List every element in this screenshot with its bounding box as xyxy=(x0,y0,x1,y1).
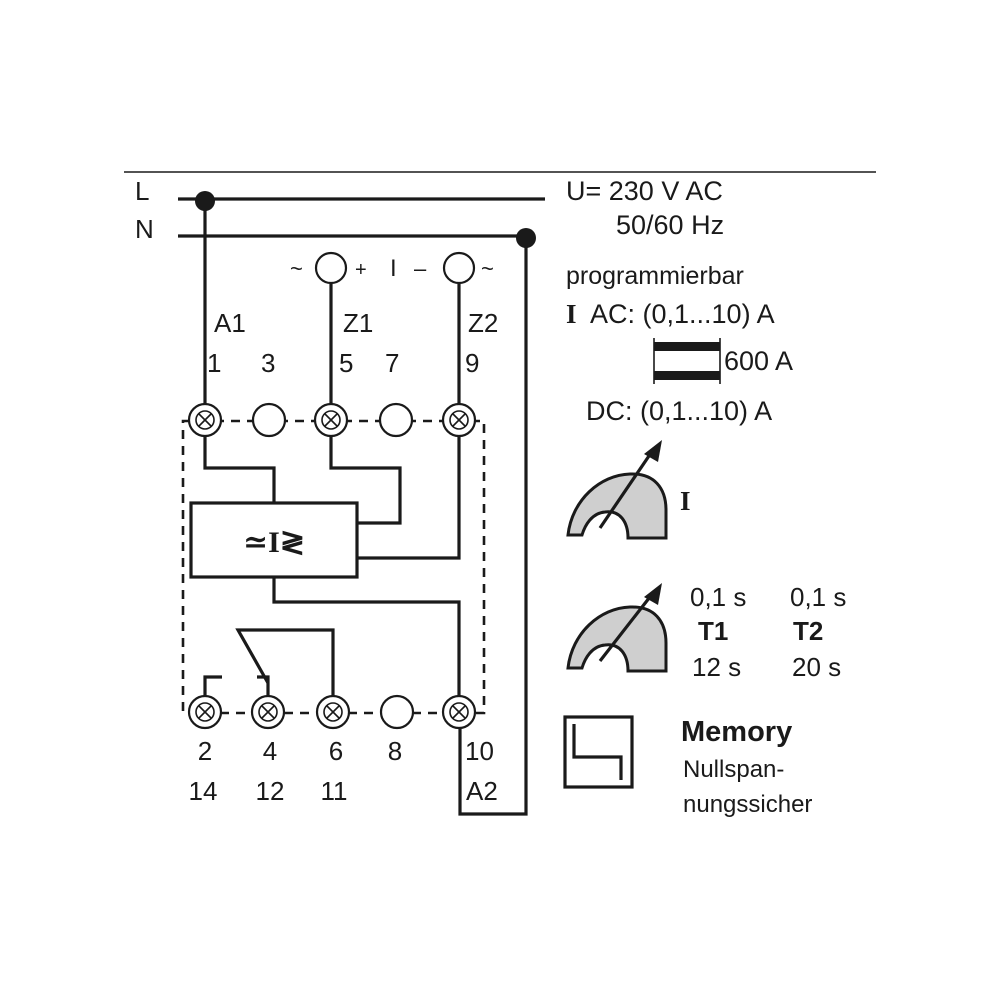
number-7: 7 xyxy=(385,348,399,378)
name-A1: A1 xyxy=(214,308,246,338)
top-terminal-labels: A1 Z1 Z2 1 3 5 7 9 xyxy=(207,308,498,378)
memory-title: Memory xyxy=(681,716,792,748)
supply-voltage: U= 230 V AC xyxy=(566,176,723,206)
terminal-8 xyxy=(379,694,415,730)
current-setting-symbol: I xyxy=(680,486,691,516)
wire-A2-return xyxy=(458,238,528,816)
number-1: 1 xyxy=(207,348,221,378)
number-2: 2 xyxy=(198,736,212,766)
contact-12: 12 xyxy=(256,776,285,806)
number-8: 8 xyxy=(388,736,402,766)
input-plus: + xyxy=(355,259,367,281)
number-9: 9 xyxy=(465,348,479,378)
terminal-10 xyxy=(441,694,477,730)
terminal-6 xyxy=(315,694,351,730)
name-Z2: Z2 xyxy=(468,308,498,338)
number-4: 4 xyxy=(263,736,277,766)
terminal-9 xyxy=(441,402,477,438)
t2-label: T2 xyxy=(793,616,823,646)
number-6: 6 xyxy=(329,736,343,766)
input-terminal-plus xyxy=(314,251,348,285)
terminal-4 xyxy=(250,694,286,730)
supply-spec: U= 230 V AC 50/60 Hz xyxy=(566,176,724,240)
bottom-terminals xyxy=(187,694,477,730)
timer-scale-icon xyxy=(566,583,668,673)
ac-range: AC: (0,1...10) A xyxy=(590,299,775,329)
memory-step-icon xyxy=(563,715,634,789)
label-N: N xyxy=(135,214,154,244)
contact-11: 11 xyxy=(321,776,348,806)
input-terminal-minus xyxy=(442,251,476,285)
t2-max: 20 s xyxy=(792,652,841,682)
t1-max: 12 s xyxy=(692,652,741,682)
ac-symbol: I xyxy=(566,299,577,329)
number-5: 5 xyxy=(339,348,353,378)
programmable-label: programmierbar xyxy=(566,262,744,290)
input-minus: – xyxy=(414,256,427,281)
wire-1-to-box xyxy=(203,435,276,503)
number-10: 10 xyxy=(465,736,494,766)
contact-14-stub xyxy=(203,675,222,695)
contact-common xyxy=(235,628,335,697)
terminal-3 xyxy=(251,402,287,438)
contact-14: 14 xyxy=(189,776,218,806)
input-symbol: I xyxy=(390,255,397,282)
current-input: ~ + I – ~ xyxy=(290,251,494,285)
internal-wiring xyxy=(203,435,461,697)
measuring-range: programmierbar I AC: (0,1...10) A 600 A … xyxy=(566,262,793,426)
wire-9-to-box xyxy=(357,435,461,560)
t1-min: 0,1 s xyxy=(690,582,746,612)
input-ac-left: ~ xyxy=(290,256,303,281)
feed-wires xyxy=(203,201,528,816)
current-relay-module: ≃I≷ xyxy=(189,501,359,579)
name-Z1: Z1 xyxy=(343,308,373,338)
t1-label: T1 xyxy=(698,616,728,646)
terminal-2 xyxy=(187,694,223,730)
dc-range: DC: (0,1...10) A xyxy=(586,396,772,426)
current-setting: I xyxy=(566,440,691,540)
bottom-terminal-labels: 2 4 6 8 10 14 12 11 A2 xyxy=(189,736,498,806)
terminal-1 xyxy=(187,402,223,438)
supply-frequency: 50/60 Hz xyxy=(616,210,724,240)
wire-box-to-10 xyxy=(272,577,461,697)
adjustable-scale-icon xyxy=(566,440,668,540)
memory-line2: nungssicher xyxy=(683,791,812,818)
contact-12-stub xyxy=(257,675,270,695)
label-L: L xyxy=(135,176,149,206)
timer-setting: 0,1 s 0,1 s T1 T2 12 s 20 s xyxy=(566,582,846,682)
input-ac-right: ~ xyxy=(481,256,494,281)
transformer-icon xyxy=(653,338,721,384)
wire-5-to-box xyxy=(329,435,402,525)
module-box xyxy=(189,501,359,579)
terminal-5 xyxy=(313,402,349,438)
transformer-range: 600 A xyxy=(724,346,793,376)
top-terminals xyxy=(187,402,477,438)
module-symbol: ≃I≷ xyxy=(243,526,305,559)
t2-min: 0,1 s xyxy=(790,582,846,612)
number-3: 3 xyxy=(261,348,275,378)
name-A2: A2 xyxy=(466,776,498,806)
memory-line1: Nullspan- xyxy=(683,756,784,783)
memory-feature: Memory Nullspan- nungssicher xyxy=(563,715,812,818)
supply-lines: L N xyxy=(135,176,545,248)
terminal-7 xyxy=(378,402,414,438)
